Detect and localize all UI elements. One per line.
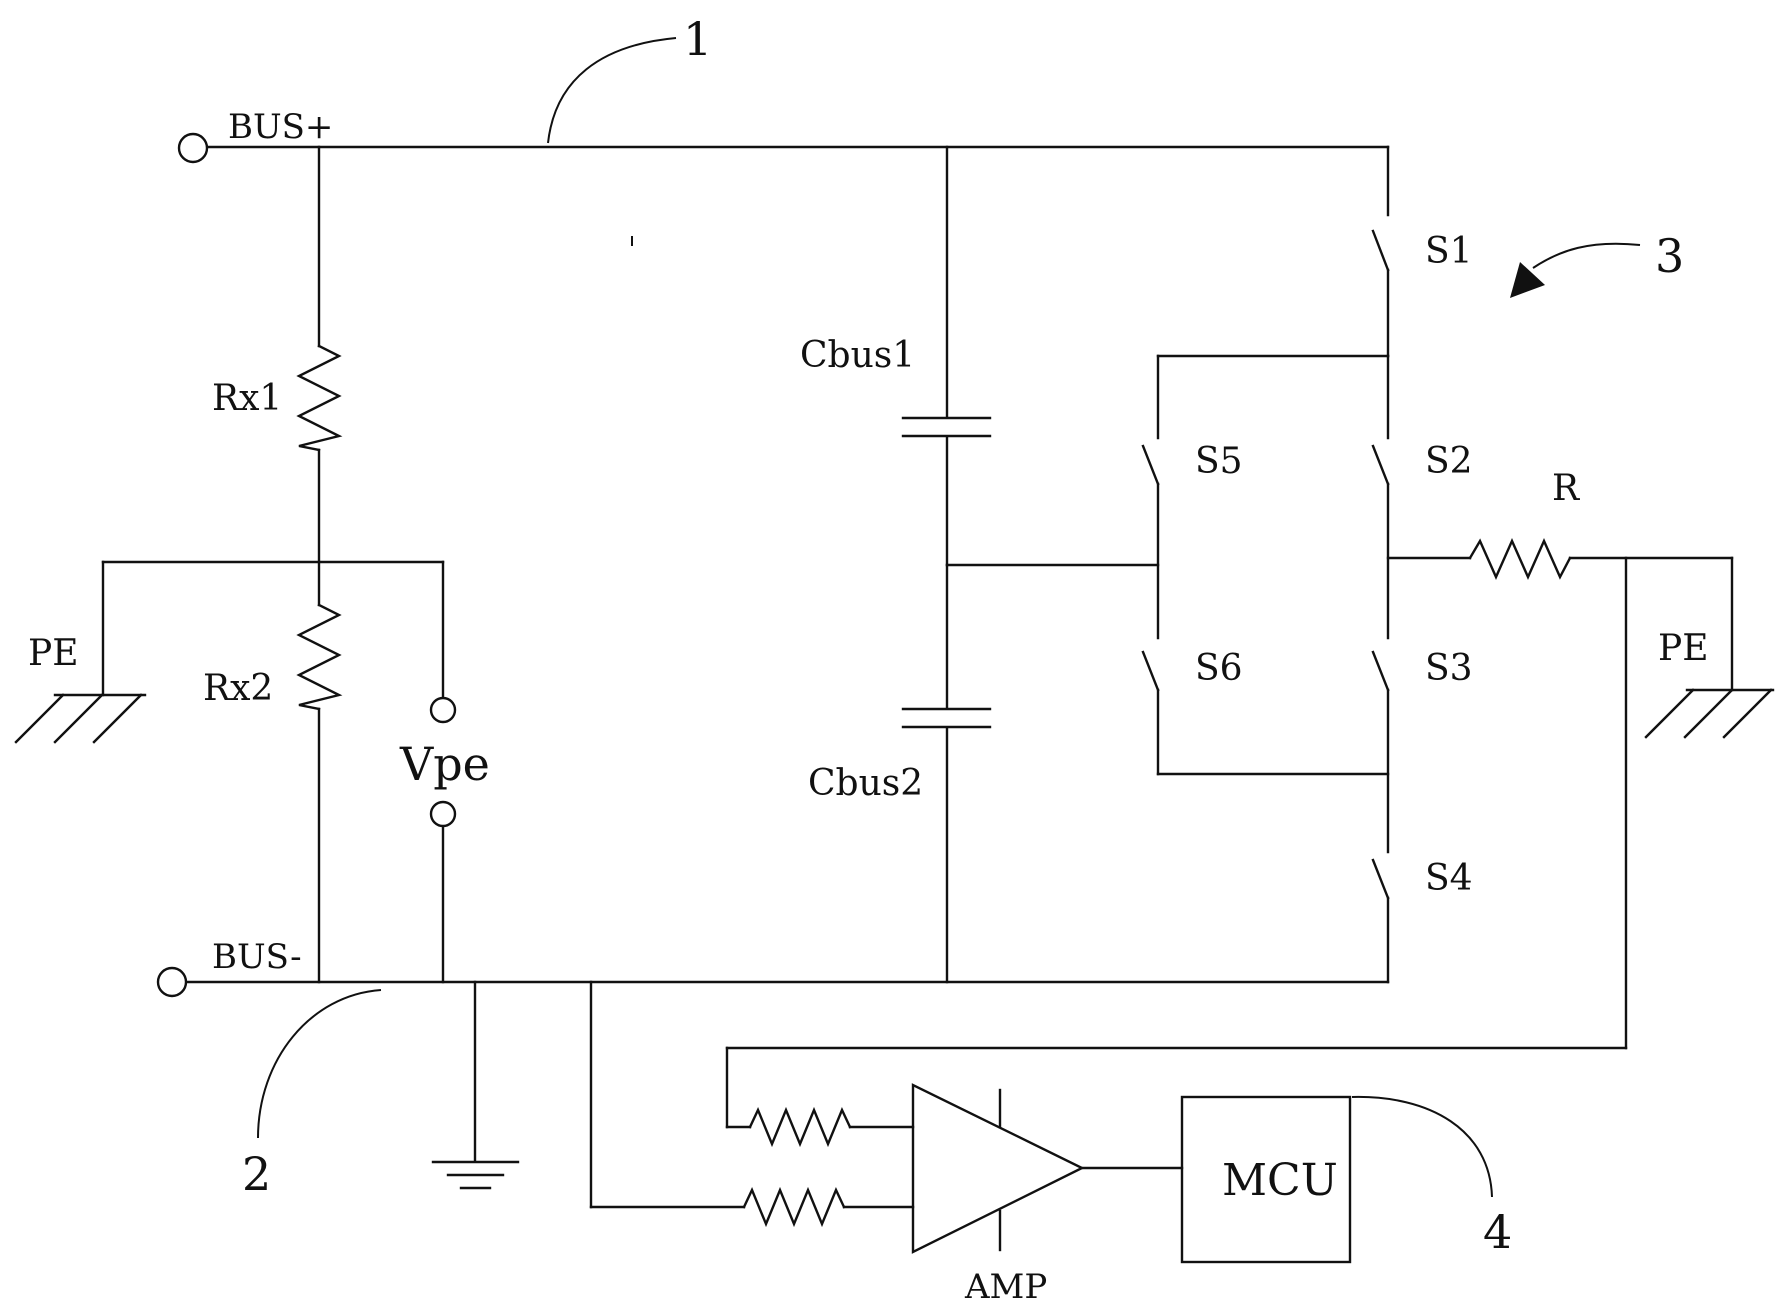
bus-plus-label: BUS+ (228, 107, 333, 147)
pe-right-ground (1644, 556, 1775, 739)
amp-triangle (911, 1083, 1184, 1254)
bus-plus-terminal (177, 132, 209, 164)
cbus2-label: Cbus2 (808, 763, 923, 804)
callout-arrowhead-3 (1510, 262, 1545, 298)
amp-label: AMP (964, 1267, 1047, 1307)
s5-label: S5 (1195, 441, 1243, 482)
s2-label: S2 (1425, 441, 1473, 482)
s4-label: S4 (1425, 858, 1473, 899)
bus-minus-label: BUS- (212, 937, 302, 977)
callout-2-label: 2 (242, 1147, 271, 1201)
mcu-box (1180, 1095, 1352, 1264)
cbus2-capacitor (901, 563, 992, 984)
switch-s1 (1371, 229, 1390, 358)
rx2-label: Rx2 (203, 668, 273, 709)
r-resistor (1386, 538, 1734, 580)
rx1-resistor (296, 145, 343, 564)
amp-input-resistor-bottom (589, 980, 915, 1228)
switch-s3 (1371, 650, 1390, 854)
callout-4-label: 4 (1483, 1205, 1512, 1259)
amp-input-resistor-top (748, 1106, 915, 1148)
s1-label: S1 (1425, 231, 1473, 272)
sense-feedback-wire (725, 556, 1628, 1129)
switch-s2 (1371, 354, 1390, 640)
switch-s5 (1141, 354, 1390, 640)
callout-3-label: 3 (1655, 229, 1684, 283)
pe-left-ground (14, 560, 445, 744)
s3-label: S3 (1425, 648, 1473, 689)
switch-s4 (1371, 858, 1390, 984)
callout-1-label: 1 (683, 12, 712, 66)
vpe-label: Vpe (399, 737, 490, 791)
cbus1-capacitor (901, 145, 992, 567)
callout-leader-2 (257, 989, 382, 1139)
pe-left-label: PE (28, 633, 79, 674)
rx2-resistor (296, 560, 343, 984)
callout-leader-1 (547, 37, 677, 144)
bus-plus-line (206, 145, 1390, 217)
callout-leader-3 (1532, 242, 1641, 269)
cbus1-label: Cbus1 (800, 335, 915, 376)
rx1-label: Rx1 (212, 378, 282, 419)
vpe-measurement (429, 560, 457, 984)
bus-minus-terminal (156, 966, 188, 998)
callout-leader-4 (1351, 1095, 1493, 1198)
mcu-label: MCU (1222, 1155, 1338, 1206)
signal-ground (431, 980, 520, 1190)
r-label: R (1552, 468, 1580, 509)
switch-s6 (1141, 650, 1390, 776)
pe-right-label: PE (1658, 628, 1709, 669)
s6-label: S6 (1195, 648, 1243, 689)
